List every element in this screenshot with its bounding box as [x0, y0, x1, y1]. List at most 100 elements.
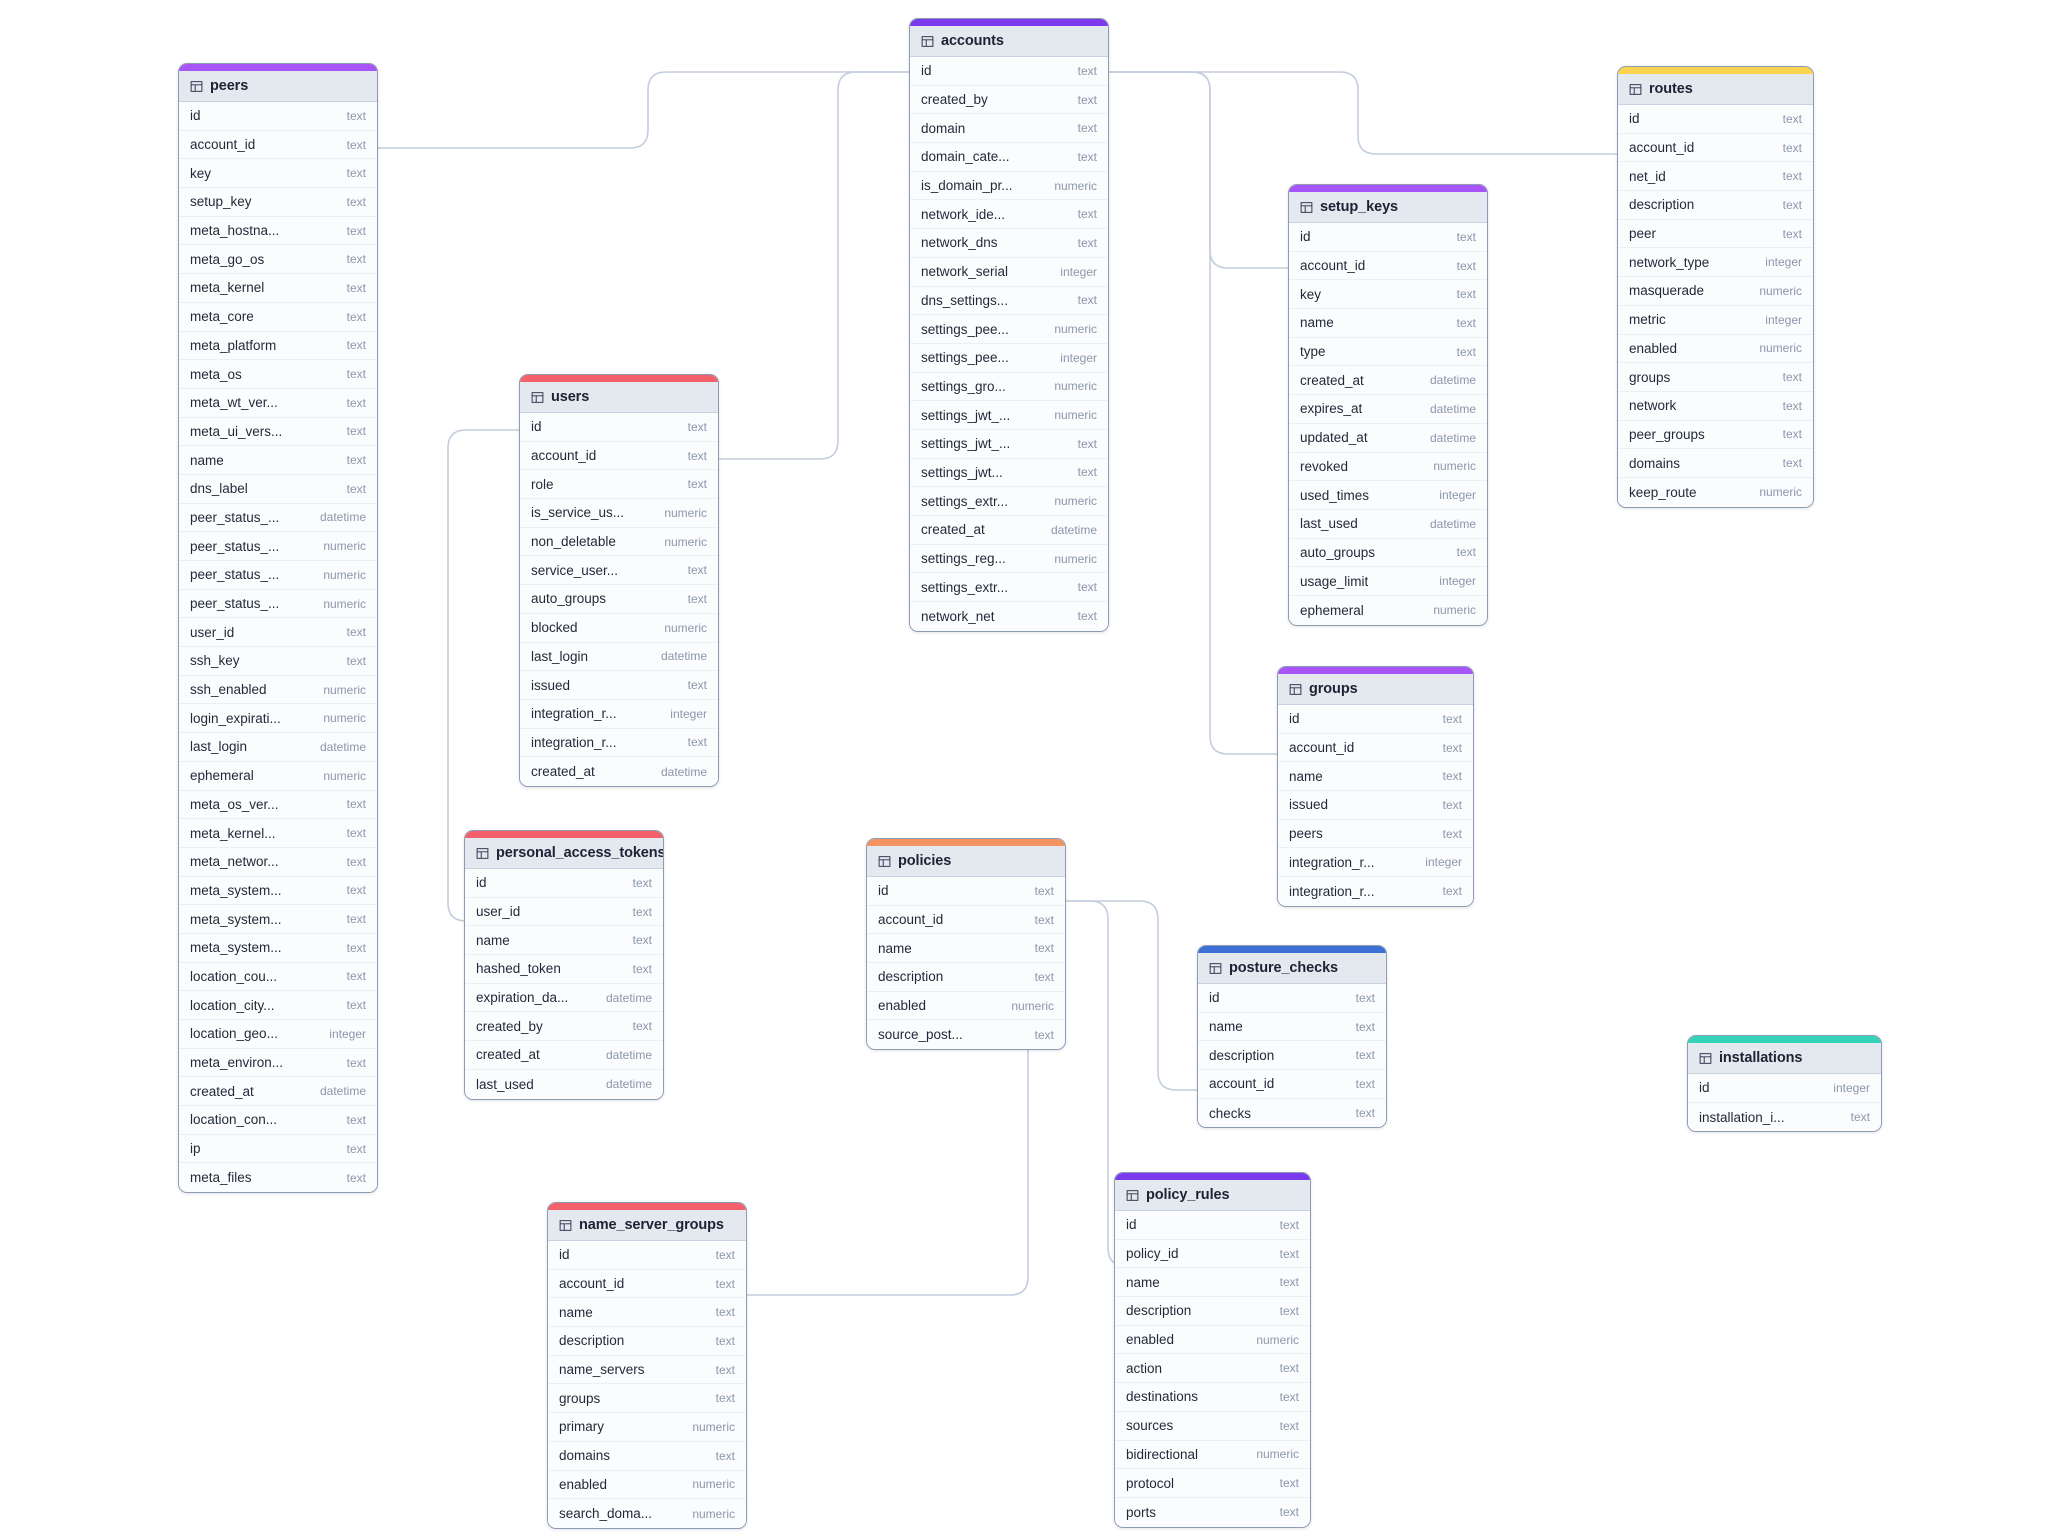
table-header[interactable]: peers — [179, 71, 377, 102]
field-row[interactable]: settings_extr...numeric — [910, 487, 1108, 516]
field-row[interactable]: location_geo...integer — [179, 1020, 377, 1049]
field-row[interactable]: settings_pee...integer — [910, 343, 1108, 373]
field-row[interactable]: domain_cate...text — [910, 143, 1108, 172]
field-row[interactable]: location_con...text — [179, 1106, 377, 1135]
field-row[interactable]: meta_system...text — [179, 905, 377, 934]
field-row[interactable]: installation_i...text — [1688, 1102, 1881, 1132]
field-row[interactable]: dns_settings...text — [910, 286, 1108, 316]
field-row[interactable]: settings_jwt...text — [910, 458, 1108, 488]
field-row[interactable]: meta_kernel...text — [179, 819, 377, 848]
field-row[interactable]: integration_r...integer — [520, 699, 718, 729]
field-row[interactable]: meta_system...text — [179, 933, 377, 963]
field-row[interactable]: service_user...text — [520, 556, 718, 586]
table-header[interactable]: personal_access_tokens — [465, 838, 663, 869]
table-header[interactable]: policy_rules — [1115, 1180, 1310, 1211]
field-row[interactable]: meta_wt_ver...text — [179, 388, 377, 418]
field-row[interactable]: meta_environ...text — [179, 1048, 377, 1078]
field-row[interactable]: is_domain_pr...numeric — [910, 171, 1108, 201]
field-row[interactable]: location_city...text — [179, 991, 377, 1020]
table-header[interactable]: setup_keys — [1289, 192, 1487, 223]
field-row[interactable]: meta_os_ver...text — [179, 790, 377, 820]
field-row[interactable]: settings_gro...numeric — [910, 372, 1108, 402]
field-row[interactable]: settings_jwt_...text — [910, 429, 1108, 459]
field-row[interactable]: settings_pee...numeric — [910, 315, 1108, 344]
field-row[interactable]: expiration_da...datetime — [465, 983, 663, 1013]
table-header[interactable]: groups — [1278, 674, 1473, 705]
field-row[interactable]: network_ide...text — [910, 200, 1108, 230]
field-row[interactable]: settings_jwt_...numeric — [910, 401, 1108, 430]
field-row[interactable]: peer_status_...numeric — [179, 589, 377, 619]
field-row[interactable]: is_service_us...numeric — [520, 499, 718, 528]
field-row[interactable]: location_cou...text — [179, 962, 377, 992]
field-row[interactable]: meta_hostna...text — [179, 216, 377, 246]
field-row[interactable]: meta_networ...text — [179, 847, 377, 877]
field-row[interactable]: meta_ui_vers...text — [179, 417, 377, 447]
field-row[interactable]: meta_system...text — [179, 876, 377, 906]
field-row[interactable]: integration_r...text — [520, 728, 718, 758]
